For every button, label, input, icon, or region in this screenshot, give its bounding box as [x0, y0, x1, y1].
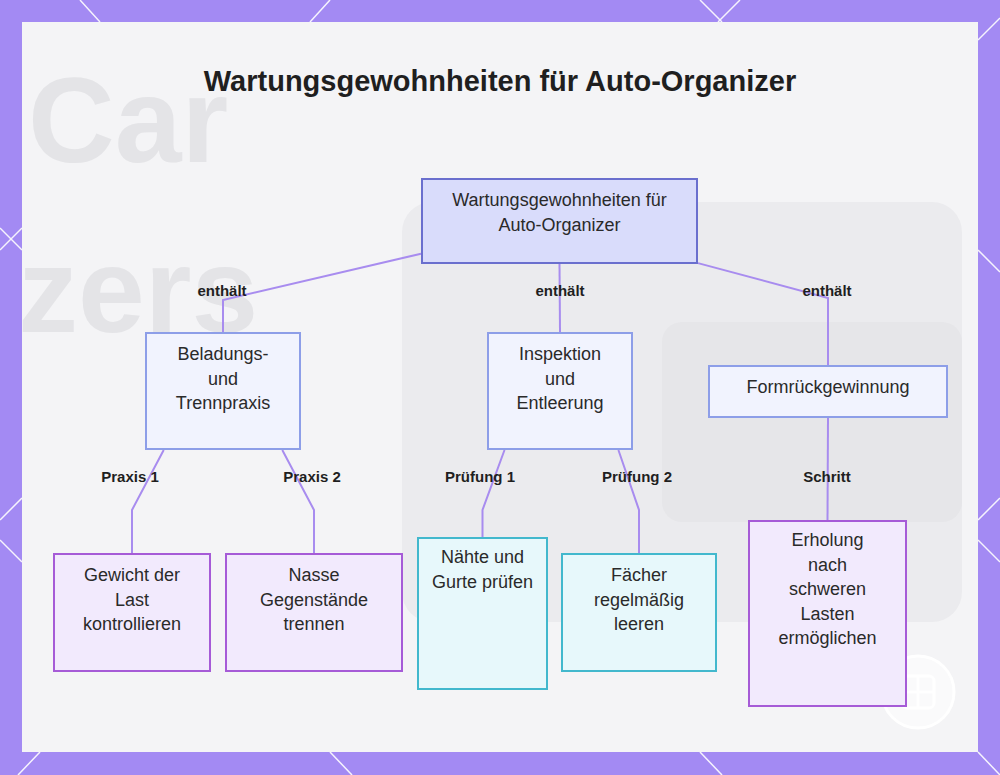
node-text: Inspektion und Entleerung — [505, 342, 615, 416]
node-text: Nähte und Gurte prüfen — [428, 545, 538, 594]
node-text: Gewicht der Last kontrollieren — [67, 563, 197, 637]
connector-line — [483, 450, 505, 537]
practice-box: Nasse Gegenstände trennen — [225, 553, 403, 672]
edge-label: enthält — [802, 282, 851, 299]
root-box: Wartungsgewohnheiten für Auto-Organizer — [421, 178, 698, 264]
category-box: Formrückgewinnung — [708, 365, 948, 418]
edge-label: Praxis 1 — [101, 468, 159, 485]
connector-line — [132, 450, 164, 553]
edge-label: Praxis 2 — [283, 468, 341, 485]
step-box: Erholung nach schweren Lasten ermögliche… — [748, 520, 907, 707]
node-text: Beladungs- und Trennpraxis — [163, 342, 283, 416]
category-box: Beladungs- und Trennpraxis — [145, 332, 301, 450]
connector-line — [282, 450, 314, 553]
node-text: Formrückgewinnung — [718, 375, 938, 400]
connector-line — [618, 450, 639, 553]
edge-label: enthält — [535, 282, 584, 299]
check-box: Fächer regelmäßig leeren — [561, 553, 717, 672]
edge-label: Schritt — [803, 468, 851, 485]
node-text: Wartungsgewohnheiten für Auto-Organizer — [445, 188, 675, 237]
edge-label: Prüfung 2 — [602, 468, 672, 485]
node-text: Erholung nach schweren Lasten ermögliche… — [773, 528, 883, 651]
connector-line — [698, 263, 828, 365]
edge-label: Prüfung 1 — [445, 468, 515, 485]
category-box: Inspektion und Entleerung — [487, 332, 633, 450]
edge-label: enthält — [197, 282, 246, 299]
node-text: Fächer regelmäßig leeren — [584, 563, 694, 637]
connector-line — [223, 254, 421, 332]
node-text: Nasse Gegenstände trennen — [249, 563, 379, 637]
practice-box: Gewicht der Last kontrollieren — [53, 553, 211, 672]
check-box: Nähte und Gurte prüfen — [417, 537, 548, 690]
watermark-text: Car — [28, 60, 228, 180]
diagram-title: Wartungsgewohnheiten für Auto-Organizer — [200, 62, 800, 100]
